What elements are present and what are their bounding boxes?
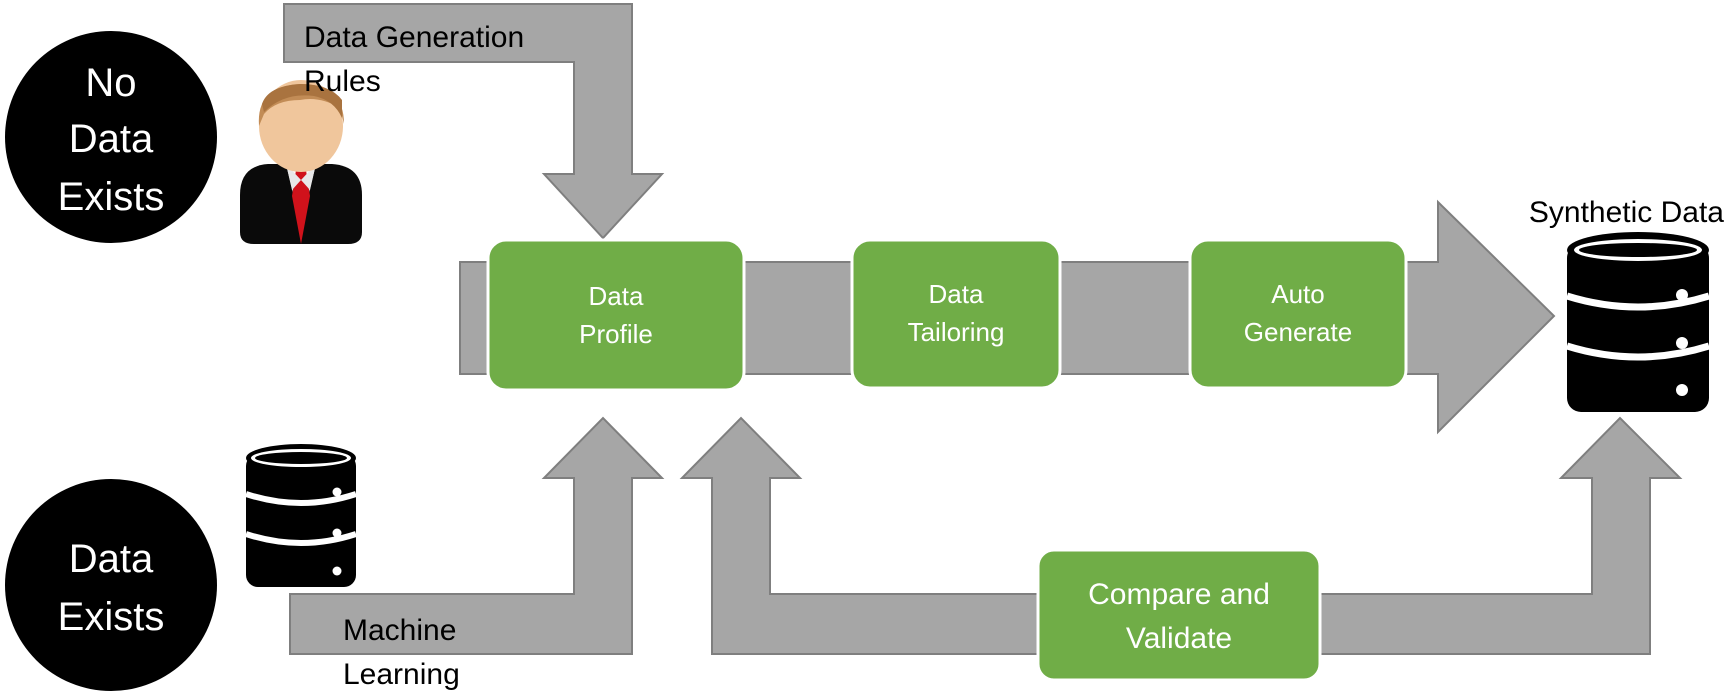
data-exists-circle: [5, 479, 217, 691]
step-data-profile: [486, 238, 746, 392]
data-exists-line-2: Exists: [58, 595, 165, 639]
machine-learning-line-1: Machine: [343, 614, 456, 647]
validate-arrow: [1317, 416, 1683, 655]
step-auto-generate-line-2: Generate: [1244, 317, 1352, 347]
step-auto-generate: [1188, 238, 1408, 390]
step-data-tailoring-line-1: Data: [929, 279, 984, 309]
step-compare-validate-line-1: Compare and: [1088, 578, 1270, 611]
step-compare-validate-line-2: Validate: [1126, 622, 1232, 655]
data-exists-line-1: Data: [69, 537, 154, 581]
rules-arrow: [283, 3, 665, 240]
step-data-profile-line-1: Data: [589, 281, 644, 311]
step-data-tailoring-line-2: Tailoring: [908, 317, 1005, 347]
data-generation-rules-line-1: Data Generation: [304, 21, 524, 54]
no-data-exists-line-3: Exists: [58, 175, 165, 219]
synthetic-data-label: Synthetic Data: [1529, 196, 1724, 229]
person-icon: [240, 80, 362, 244]
data-generation-rules-line-2: Rules: [304, 65, 381, 98]
machine-learning-arrow: [289, 416, 665, 655]
no-data-exists-line-1: No: [85, 61, 136, 105]
feedback-arrow: [679, 416, 1041, 655]
no-data-exists-line-2: Data: [69, 117, 154, 161]
database-icon: [245, 444, 357, 587]
synthetic-database-icon: [1565, 232, 1711, 412]
step-data-tailoring: [850, 238, 1062, 390]
no-data-exists-circle: [5, 31, 217, 243]
step-auto-generate-line-1: Auto: [1271, 279, 1325, 309]
step-data-profile-line-2: Profile: [579, 319, 653, 349]
step-compare-validate: [1036, 548, 1322, 682]
machine-learning-line-2: Learning: [343, 658, 460, 691]
